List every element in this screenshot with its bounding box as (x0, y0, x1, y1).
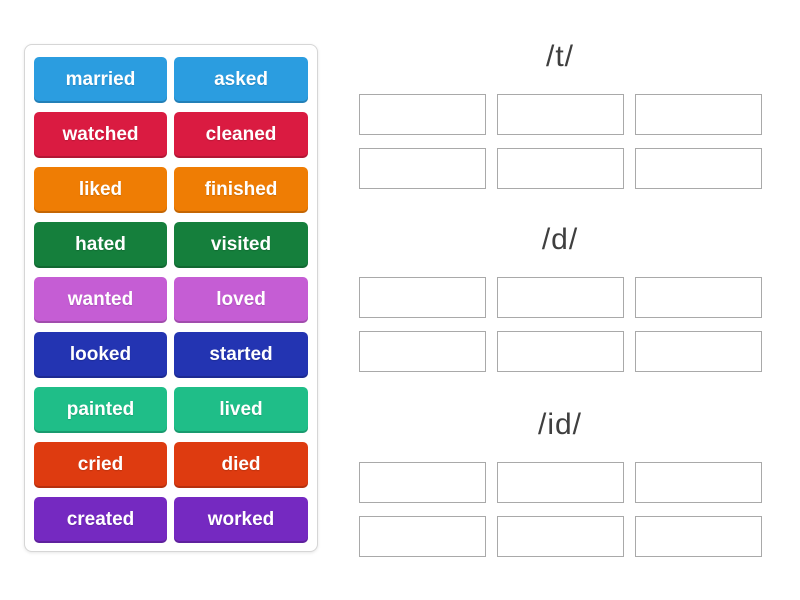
group-id-header: /id/ (537, 408, 583, 441)
word-tile-liked[interactable]: liked (34, 167, 167, 213)
word-tile-wanted[interactable]: wanted (34, 277, 167, 323)
word-tile-watched[interactable]: watched (34, 112, 167, 158)
drop-slot-id-2[interactable] (496, 462, 624, 503)
word-tile-cried[interactable]: cried (34, 442, 167, 488)
group-id-slots (340, 462, 780, 557)
word-tile-visited[interactable]: visited (174, 222, 308, 268)
word-tile-lived[interactable]: lived (174, 387, 308, 433)
drop-slot-id-4[interactable] (358, 516, 486, 557)
group-t-slots (340, 94, 780, 189)
group-d-header: /d/ (541, 223, 579, 256)
drop-slot-id-1[interactable] (358, 462, 486, 503)
word-tile-loved[interactable]: loved (174, 277, 308, 323)
drop-slot-t-3[interactable] (634, 94, 762, 135)
drop-slot-id-3[interactable] (634, 462, 762, 503)
group-d-slots (340, 277, 780, 372)
drop-slot-d-1[interactable] (358, 277, 486, 318)
word-tile-looked[interactable]: looked (34, 332, 167, 378)
group-t: /t/ (340, 39, 780, 189)
word-tile-married[interactable]: married (34, 57, 167, 103)
drop-slot-d-2[interactable] (496, 277, 624, 318)
drop-slot-d-5[interactable] (496, 331, 624, 372)
drop-slot-d-4[interactable] (358, 331, 486, 372)
drop-slot-t-4[interactable] (358, 148, 486, 189)
group-t-header: /t/ (545, 40, 574, 73)
word-tile-worked[interactable]: worked (174, 497, 308, 543)
word-tile-finished[interactable]: finished (174, 167, 308, 213)
word-tile-started[interactable]: started (174, 332, 308, 378)
drop-slot-t-6[interactable] (634, 148, 762, 189)
group-d: /d/ (340, 222, 780, 372)
word-tile-painted[interactable]: painted (34, 387, 167, 433)
drop-slot-t-2[interactable] (496, 94, 624, 135)
drop-slot-d-3[interactable] (634, 277, 762, 318)
drop-slot-id-5[interactable] (496, 516, 624, 557)
word-tile-hated[interactable]: hated (34, 222, 167, 268)
drop-slot-d-6[interactable] (634, 331, 762, 372)
drop-slot-t-1[interactable] (358, 94, 486, 135)
word-tile-created[interactable]: created (34, 497, 167, 543)
word-tile-asked[interactable]: asked (174, 57, 308, 103)
group-id: /id/ (340, 407, 780, 557)
drop-slot-id-6[interactable] (634, 516, 762, 557)
word-tile-died[interactable]: died (174, 442, 308, 488)
drop-slot-t-5[interactable] (496, 148, 624, 189)
word-tile-cleaned[interactable]: cleaned (174, 112, 308, 158)
